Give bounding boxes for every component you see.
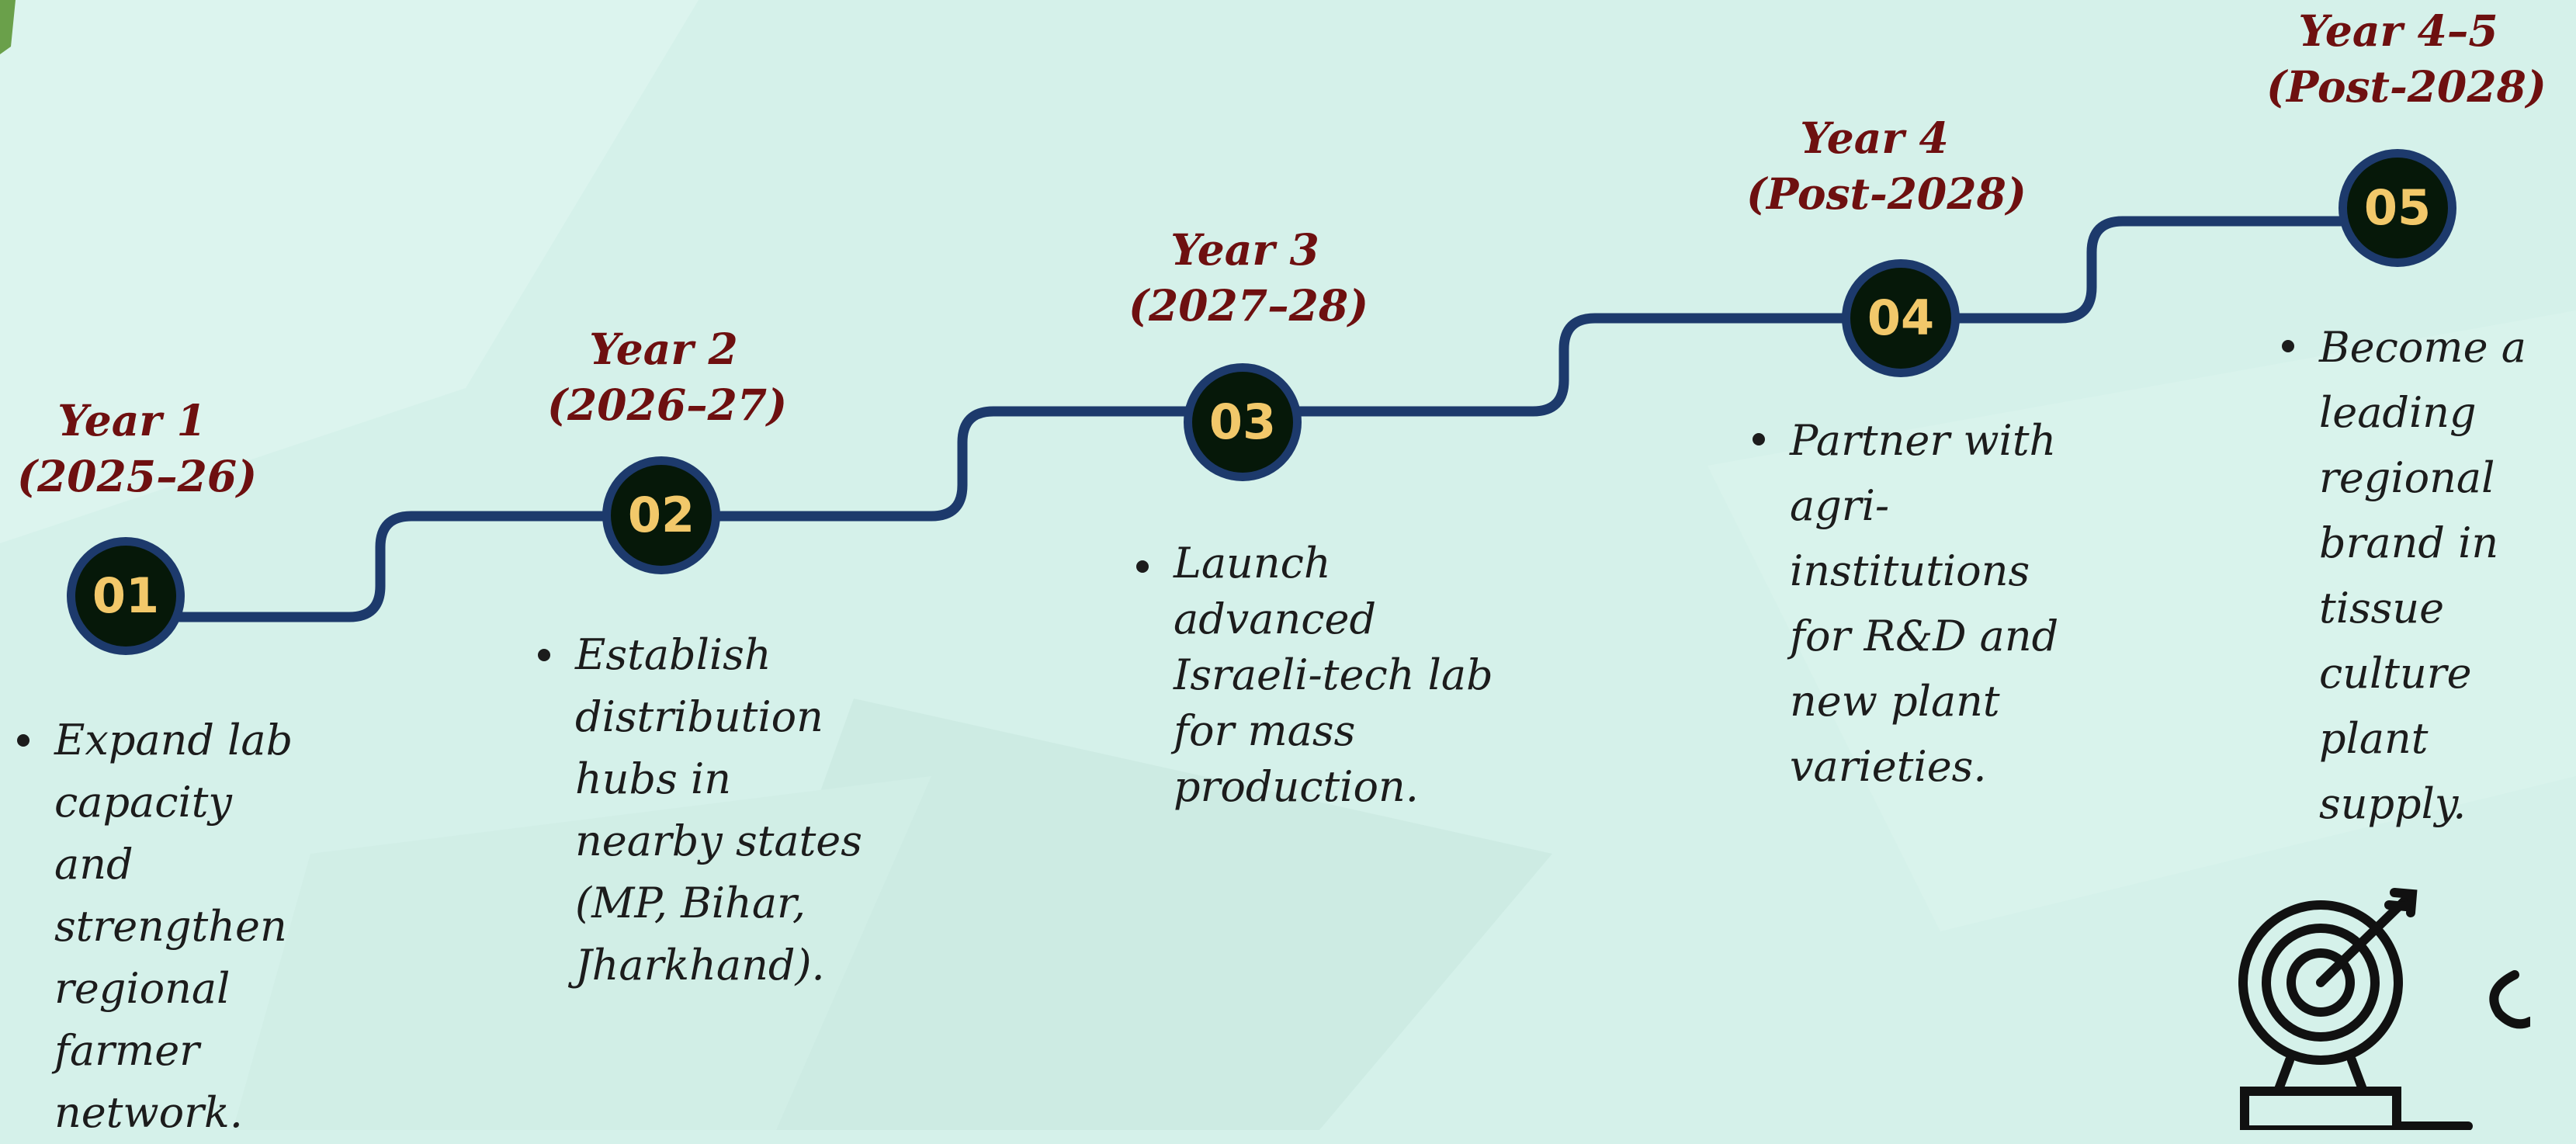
milestone-node-04: 04 [1842, 259, 1960, 377]
milestone-node-01: 01 [67, 537, 185, 655]
milestone-description-2: Establish distribution hubs in nearby st… [535, 624, 870, 997]
milestone-description-3: Launch advanced Israeli-tech lab for mas… [1133, 536, 1515, 815]
milestone-description-1: Expand lab capacity and strengthen regio… [14, 709, 310, 1144]
milestone-node-05: 05 [2339, 149, 2456, 267]
milestone-description-5: Become a leading regional brand in tissu… [2279, 315, 2576, 837]
year-label-1: Year 1(2025–26) [17, 395, 258, 501]
milestone-description-4: Partner with agri-institutions for R&D a… [1749, 408, 2085, 799]
milestone-node-02: 02 [602, 456, 720, 574]
year-label-5: Year 4–5(Post-2028) [2266, 5, 2547, 112]
target-with-arrow-icon [2238, 888, 2530, 1130]
year-label-3: Year 3(2027–28) [1129, 224, 1369, 331]
milestone-node-03: 03 [1184, 363, 1302, 481]
year-label-2: Year 2(2026–27) [547, 324, 788, 430]
year-label-4: Year 4(Post-2028) [1746, 113, 2026, 219]
